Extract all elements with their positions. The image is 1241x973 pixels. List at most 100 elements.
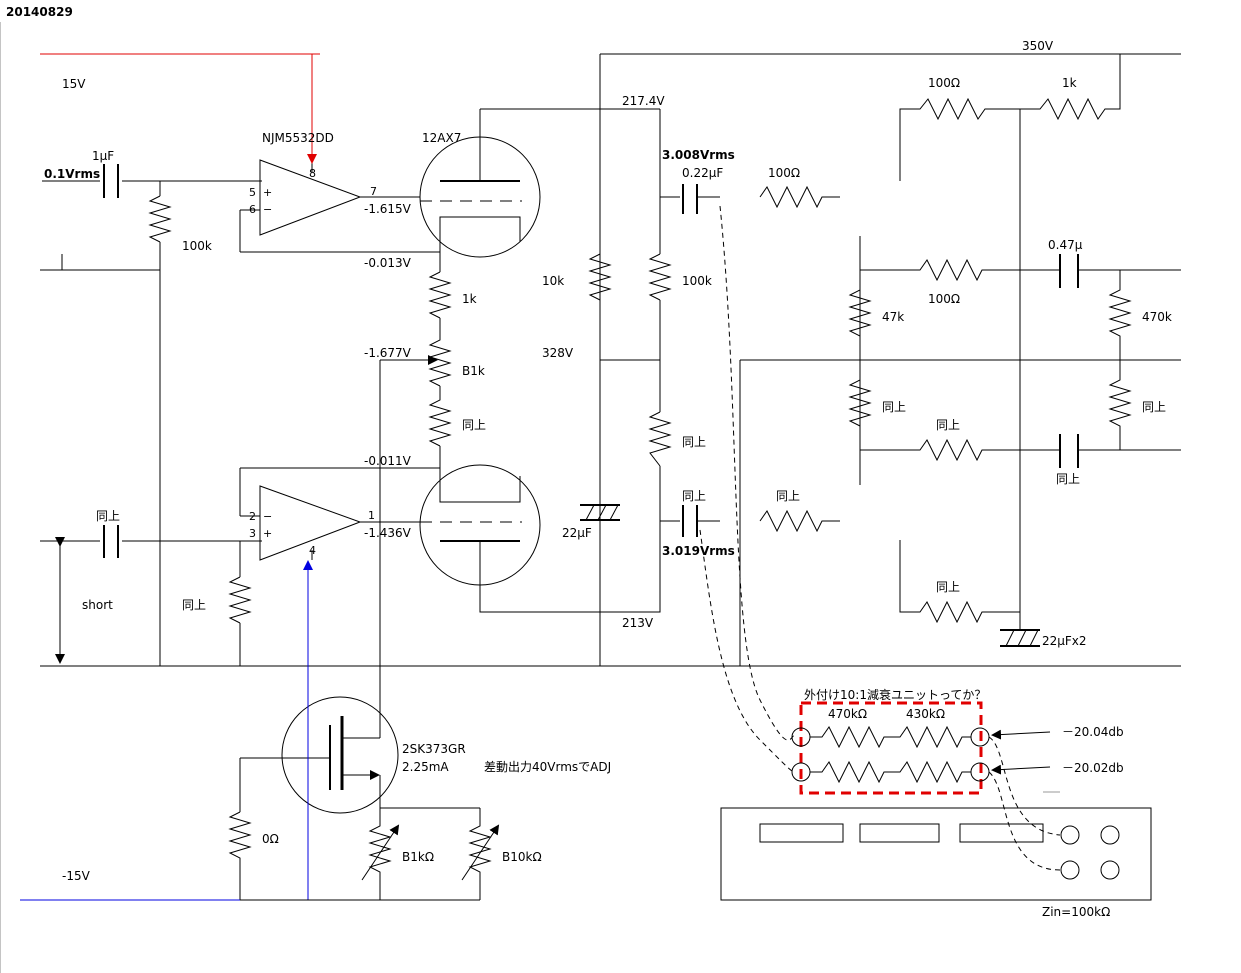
label-ns-cap047: 0.47μ [1048,238,1083,252]
label-ns-same2: 同上 [1142,400,1166,414]
label-att-level2: －20.02db [1062,761,1124,775]
label-cap-1uf: 1μF [92,149,114,163]
label-rplate2: 同上 [682,435,706,449]
fet-source-bus [379,775,480,809]
label-att-r2: 430kΩ [906,707,945,721]
label-fet-current: 2.25mA [402,760,449,774]
label-ns-same3: 同上 [936,418,960,432]
label-ns-same5: 同上 [936,580,960,594]
label-ns-r470k: 470k [1142,310,1172,324]
probe-wire-2 [699,529,796,772]
ns-cap2x-hatch-3 [1029,629,1039,647]
label-r-same-div: 同上 [462,418,486,432]
label-pin8: 8 [309,167,316,180]
ns-r-same3 [860,438,1060,462]
label-vgrid1: -0.013V [364,256,412,270]
label-tube-part: 12AX7 [422,131,461,145]
cap22-hatch-1 [585,504,595,521]
label-att-r1: 470kΩ [828,707,867,721]
cap22-hatch-2 [597,504,607,521]
att-arrow-1 [991,729,1051,740]
ns-r100-top [899,97,1020,181]
label-r10k: 10k [542,274,564,288]
label-ns-r47k: 47k [882,310,904,324]
attenuator-box [799,701,983,795]
ns-cap2x-hatch-1 [1005,629,1015,647]
meter-display-1 [759,823,844,843]
att-arrow-2 [991,764,1051,775]
label-opamp-part: NJM5532DD [262,131,334,145]
label-pin2: 2 [249,510,256,523]
label-pin5: 5 [249,186,256,199]
out-r-bot [759,509,840,533]
label-minus-top: − [263,203,272,216]
fet-r0 [228,811,252,900]
meter-jack-2 [1100,825,1120,845]
ns-r-same4 [899,540,1020,624]
fet-vr1-arrow [361,824,400,881]
label-ns-same1: 同上 [882,400,906,414]
meter-body [720,807,1152,901]
label-vgrid2: -0.011V [364,454,412,468]
label-att-level1: －20.04db [1062,725,1124,739]
label-ns-r100a: 100Ω [928,76,960,90]
label-350v: 350V [1022,39,1054,53]
r1k-resistor [428,271,452,319]
fet-circle [281,696,399,814]
r100k-top-resistor [148,195,172,243]
r-same-div-resistor [428,386,452,447]
label-ns-r100b: 100Ω [928,292,960,306]
ns-r47k [848,270,872,360]
label-r-same-in: 同上 [182,598,206,612]
r-same-bot-resistor [228,576,252,624]
label-short: short [82,598,113,612]
meter-display-2 [859,823,940,843]
label-15v: 15V [62,77,86,91]
label-plus-top: + [263,186,272,199]
opamp-bottom [259,485,362,561]
att-r-top [810,725,971,749]
label-pin6: 6 [249,203,256,216]
ns-r1k [1020,54,1121,121]
label-r1k: 1k [462,292,477,306]
fet-vr2 [468,808,492,900]
ns-r100b [860,258,1060,282]
label-pin7: 7 [370,185,377,198]
label-meter-zin: Zin=100kΩ [1042,905,1110,919]
label-ns-cap2x: 22μFx2 [1042,634,1087,648]
label-out-bot-cap: 同上 [682,489,706,503]
r10k-resistor [588,253,612,301]
label-vout1: -1.615V [364,202,412,216]
label-fet-r0: 0Ω [262,832,279,846]
label-vpot: -1.677V [364,346,412,360]
pot-b1k-resistor [428,318,452,387]
label-pot-b1k: B1k [462,364,485,378]
fet-vr1 [368,808,392,900]
title-strip [0,0,1241,22]
label-cap-same-in: 同上 [96,509,120,523]
label-r100k: 100k [182,239,212,253]
label-ns-same4: 同上 [1056,472,1080,486]
label-ns-r1k: 1k [1062,76,1077,90]
rplate1-resistor [648,253,672,301]
label-vout2: -1.436V [364,526,412,540]
opamp-top [259,159,362,236]
fet-vr2-arrow [461,824,500,881]
meter-display-3 [959,823,1044,843]
label-fet-note: 差動出力40VrmsでADJ [484,760,611,774]
meter-jack-3 [1060,860,1080,880]
label-fet-vr1: B1kΩ [402,850,434,864]
ns-cap2x-hatch-2 [1017,629,1027,647]
date-label: 20140829 [6,5,73,19]
ns-r-same1 [848,360,872,427]
ns-r-same2 [1108,360,1132,450]
label-rplate1: 100k [682,274,712,288]
label-out-top-r: 100Ω [768,166,800,180]
label-input-level: 0.1Vrms [44,167,100,181]
label-out-top-cap: 0.22μF [682,166,723,180]
label-vcath: 213V [622,616,654,630]
tube-bot-plate-lead [479,466,661,613]
probe-wire-1 [719,205,796,741]
label-vbplus: 328V [542,346,574,360]
